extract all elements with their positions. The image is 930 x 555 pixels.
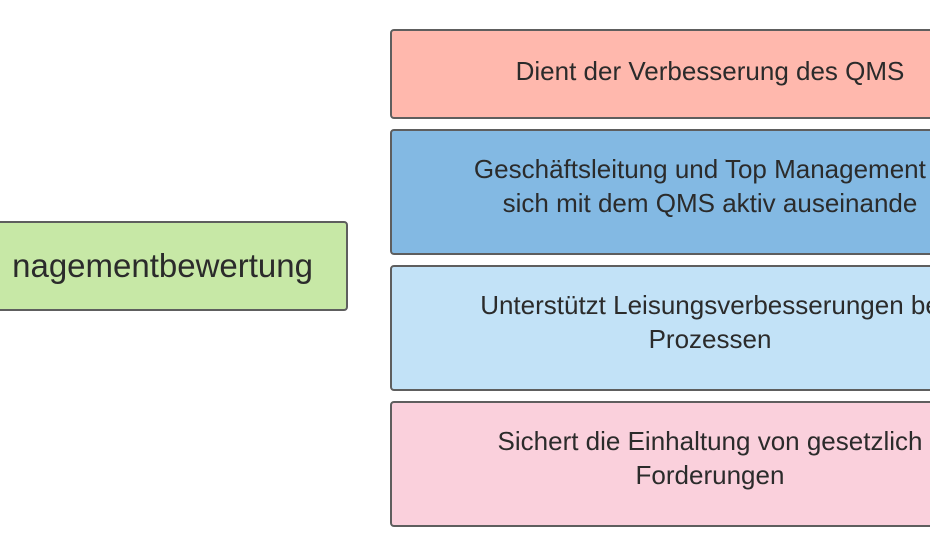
branch-node-line: Geschäftsleitung und Top Management s [473, 154, 930, 184]
branch-node-performance-improvement: Unterstützt Leisungsverbesserungen be Pr… [390, 265, 930, 391]
branch-node-line: Sichert die Einhaltung von gesetzlich [497, 426, 923, 456]
branch-node-line: Dient der Verbesserung des QMS [515, 56, 905, 86]
branch-node-line: Unterstützt Leisungsverbesserungen be [480, 290, 930, 320]
branch-node-text: Unterstützt Leisungsverbesserungen be Pr… [392, 288, 930, 356]
branch-node-text: Sichert die Einhaltung von gesetzlich Fo… [392, 424, 930, 492]
branch-node-text: Dient der Verbesserung des QMS [392, 54, 930, 88]
branch-node-text: Geschäftsleitung und Top Management s si… [392, 152, 930, 220]
branch-node-qms-improvement: Dient der Verbesserung des QMS [390, 29, 930, 119]
branch-node-line: sich mit dem QMS aktiv auseinande [502, 188, 918, 218]
branch-node-management-engagement: Geschäftsleitung und Top Management s si… [390, 129, 930, 255]
central-node: nagementbewertung [0, 221, 348, 311]
central-node-label: nagementbewertung [12, 247, 313, 284]
branch-node-legal-compliance: Sichert die Einhaltung von gesetzlich Fo… [390, 401, 930, 527]
branch-node-line: Prozessen [648, 324, 772, 354]
branch-node-line: Forderungen [635, 460, 785, 490]
